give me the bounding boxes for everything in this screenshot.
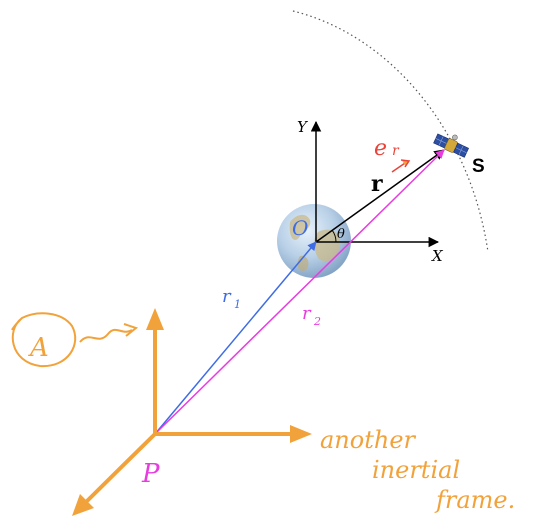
orbit-arc bbox=[292, 10, 489, 253]
unit-vector-arrow bbox=[391, 160, 409, 173]
point-a-label: A bbox=[28, 333, 49, 363]
frame-note-line1: another bbox=[320, 426, 417, 454]
y-axis-label: Y bbox=[297, 118, 309, 136]
vector-r2-label: r bbox=[302, 303, 312, 324]
angle-label: θ bbox=[337, 227, 345, 242]
vector-r2-subscript: 2 bbox=[313, 315, 321, 328]
satellite-icon bbox=[433, 133, 470, 158]
unit-vector-subscript: r bbox=[392, 143, 400, 159]
inertial-frame-p bbox=[72, 308, 312, 516]
vector-r2 bbox=[154, 149, 445, 435]
vector-r1-subscript: 1 bbox=[234, 298, 241, 311]
satellite-label: S bbox=[472, 156, 485, 177]
point-a-marker bbox=[11, 312, 139, 368]
vector-r1 bbox=[154, 241, 317, 435]
frame-note-line3: frame. bbox=[434, 486, 515, 514]
position-vector-r bbox=[315, 149, 445, 243]
vector-r1-label: r bbox=[222, 286, 232, 307]
point-p-label: P bbox=[141, 459, 160, 489]
position-vector-label: r bbox=[371, 171, 383, 197]
frame-note-line2: inertial bbox=[372, 456, 460, 484]
unit-vector-label: e bbox=[374, 136, 387, 161]
origin-label: O bbox=[292, 216, 308, 240]
x-axis-label: X bbox=[431, 247, 444, 265]
angle-arc bbox=[331, 229, 337, 243]
